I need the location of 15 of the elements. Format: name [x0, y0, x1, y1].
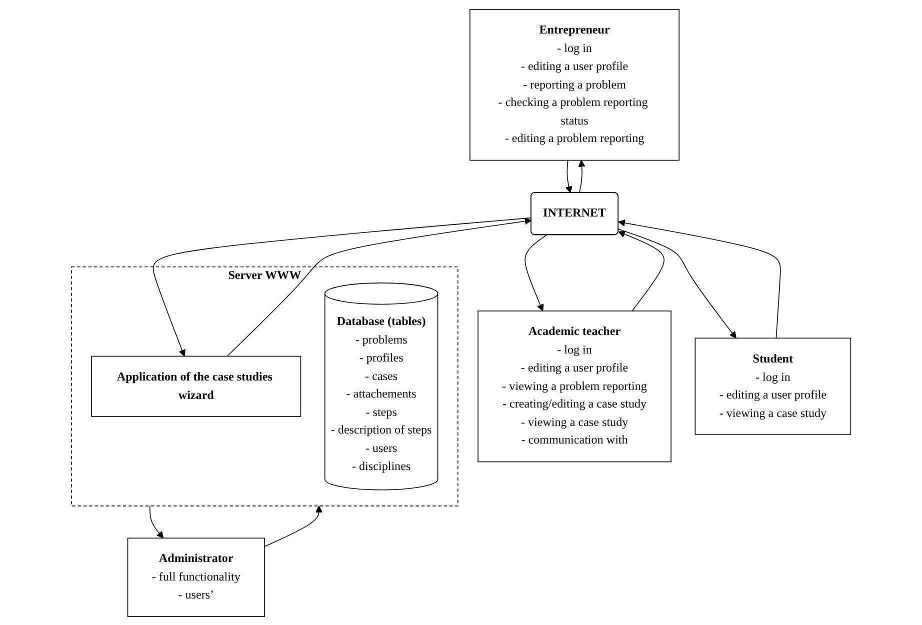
node-box: Entrepreneur - log in - editing a user profile - reporting a problem - checking a problem reporting status - editing a problem reporting: [469, 8, 680, 160]
arrow: [618, 228, 736, 338]
arrow: [152, 216, 532, 356]
node-box: Application of the case studies wizard: [91, 355, 302, 416]
node-box: Student - log in - editing a user profile - viewing a case study: [694, 337, 852, 435]
arrow: [618, 218, 781, 338]
arrow: [578, 159, 586, 193]
arrow: [524, 234, 547, 311]
node-box: Academic teacher - log in - editing a user profile - viewing a problem reporting - creating/editing a case study - viewing a case study - communication with: [478, 310, 672, 462]
arrow: [618, 230, 664, 311]
node-box: Administrator - full functionality - users’: [127, 537, 265, 616]
arrow: [264, 505, 322, 546]
arrow: [565, 159, 572, 193]
arrow: [149, 505, 164, 538]
arrow: [226, 217, 532, 356]
